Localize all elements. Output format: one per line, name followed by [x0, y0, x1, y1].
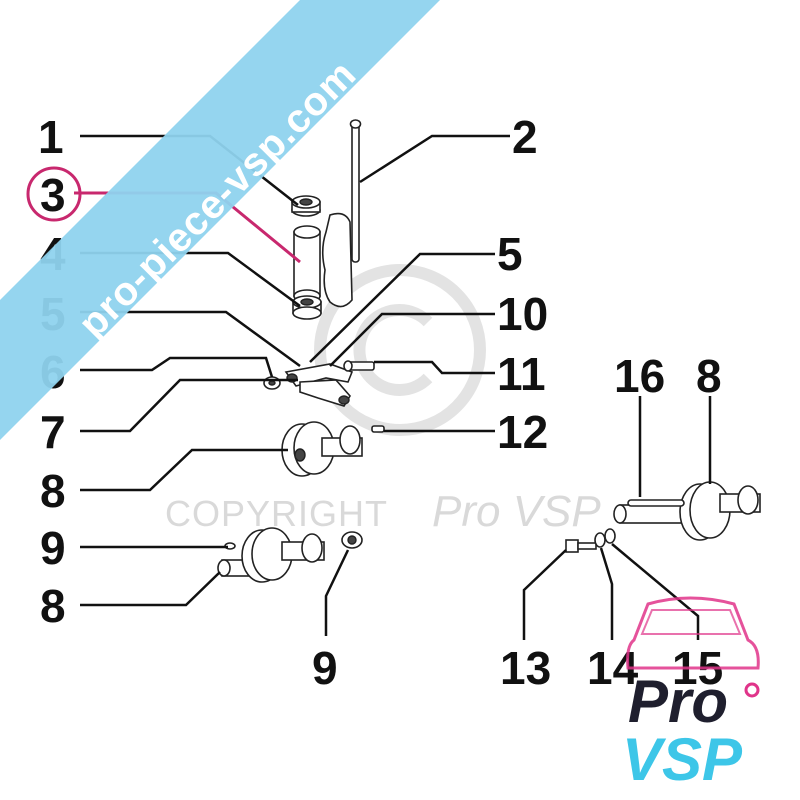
camshaft-lower-part	[217, 527, 325, 583]
banner-ribbon	[0, 0, 440, 440]
callout-10: 10	[497, 288, 548, 340]
boot-part	[321, 212, 353, 308]
copyright-symbol-c	[353, 304, 433, 396]
logo-word-pro: Pro	[628, 668, 728, 735]
callout-5-right: 5	[497, 228, 523, 280]
callout-11: 11	[497, 348, 546, 400]
washer-14-part	[594, 532, 606, 548]
callout-13: 13	[500, 642, 551, 694]
logo-word-vsp: VSP	[622, 726, 743, 793]
rocker-arm-part	[284, 363, 354, 407]
washer-15-part	[604, 528, 616, 544]
pro-vsp-logo: Pro VSP	[622, 596, 760, 793]
highlight-circle	[26, 166, 82, 222]
camshaft-right-part	[613, 481, 761, 541]
callout-8-upper: 8	[40, 465, 66, 517]
callout-8-lower: 8	[40, 580, 66, 632]
callout-8-right: 8	[696, 350, 722, 402]
callout-1: 1	[38, 111, 64, 163]
callout-16: 16	[614, 350, 665, 402]
key-part	[371, 425, 385, 433]
rocker-bolt-part	[343, 360, 375, 372]
callout-12: 12	[497, 406, 548, 458]
watermark-brand-text: Pro VSP	[432, 487, 601, 536]
camshaft-upper-part	[281, 421, 363, 477]
watermark-copyright-text: COPYRIGHT	[165, 493, 388, 534]
logo-car-window	[640, 609, 742, 635]
tube-part	[293, 225, 321, 303]
callout-9-left: 9	[40, 522, 66, 574]
nut-top-part	[291, 195, 321, 217]
nut-bottom-part	[292, 295, 322, 320]
pin-part	[627, 499, 685, 507]
callout-7: 7	[40, 406, 66, 458]
callout-3: 3	[40, 169, 66, 221]
parts-drawing	[217, 119, 761, 583]
bushing-part	[341, 531, 363, 549]
callout-numbers: 1 2 3 4 5 5 10 6 11 7 12 8 9 8 9 16 8 13…	[38, 111, 723, 694]
pushrod-part	[349, 119, 362, 263]
logo-car-outline	[626, 596, 760, 670]
logo-pink-dot	[744, 682, 760, 698]
callout-9-bottom: 9	[312, 642, 338, 694]
bolt-part	[565, 539, 597, 553]
callout-2: 2	[512, 111, 538, 163]
